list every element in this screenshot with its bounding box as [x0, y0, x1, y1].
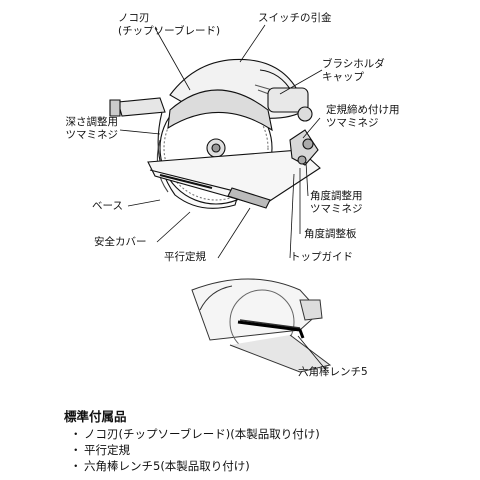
accessory-item-rip-fence: 平行定規 — [84, 443, 130, 457]
list-item: ・平行定規 — [70, 442, 320, 458]
wrench-detail-illustration — [191, 278, 332, 373]
label-depth-knob-line1: 深さ調整用 — [65, 116, 119, 128]
label-base: ベース — [92, 200, 123, 212]
label-blade: ノコ刃 (チップソーブレード) — [118, 12, 220, 38]
label-brush-holder-cap-line1: ブラシホルダ — [322, 58, 385, 70]
label-blade-line2: (チップソーブレード) — [118, 25, 221, 37]
accessories-title: 標準付属品 — [64, 409, 127, 424]
accessory-item-hex-wrench: 六角棒レンチ5(本製品取り付け) — [84, 459, 250, 473]
leader-lines — [119, 24, 327, 371]
label-bevel-knob-line2: ツマミネジ — [310, 203, 363, 215]
accessories-list: ・ノコ刃(チップソーブレード)(本製品取り付け) ・平行定規 ・六角棒レンチ5(… — [70, 426, 320, 474]
label-depth-knob-line2: ツマミネジ — [65, 129, 119, 141]
label-bevel-knob: 角度調整用 ツマミネジ — [310, 190, 363, 216]
label-bevel-knob-line1: 角度調整用 — [310, 190, 363, 202]
bullet: ・ — [70, 443, 82, 457]
label-rip-fence-knob-line2: ツマミネジ — [326, 117, 379, 129]
list-item: ・ノコ刃(チップソーブレード)(本製品取り付け) — [70, 426, 320, 442]
label-rip-fence-knob: 定規締め付け用 ツマミネジ — [326, 104, 400, 130]
label-switch-trigger: スイッチの引金 — [258, 12, 332, 24]
label-brush-holder-cap: ブラシホルダ キャップ — [322, 58, 385, 84]
label-depth-knob: 深さ調整用 ツマミネジ — [48, 116, 119, 142]
label-brush-holder-cap-line2: キャップ — [322, 71, 364, 83]
label-bevel-plate: 角度調整板 — [304, 228, 357, 240]
label-top-guide: トップガイド — [290, 251, 353, 263]
bullet: ・ — [70, 459, 82, 473]
label-blade-line1: ノコ刃 — [118, 12, 150, 24]
label-hex-wrench: 六角棒レンチ5 — [298, 366, 368, 378]
label-rip-fence: 平行定規 — [164, 251, 206, 263]
label-rip-fence-knob-line1: 定規締め付け用 — [326, 104, 400, 116]
bullet: ・ — [70, 427, 82, 441]
accessory-item-blade: ノコ刃(チップソーブレード)(本製品取り付け) — [84, 427, 320, 441]
circular-saw-illustration — [109, 58, 321, 209]
list-item: ・六角棒レンチ5(本製品取り付け) — [70, 458, 320, 474]
label-guard: 安全カバー — [94, 236, 147, 248]
